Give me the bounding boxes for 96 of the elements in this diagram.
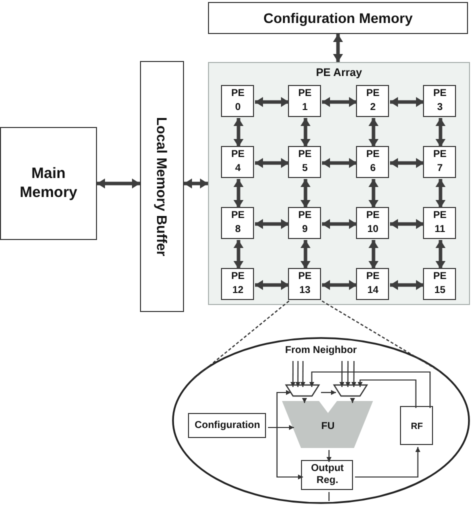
arrow <box>350 398 355 403</box>
node-label: PE 5 <box>297 148 313 176</box>
node-label: FU <box>321 421 335 432</box>
connector-line <box>328 492 330 501</box>
node-label: PE 15 <box>432 270 448 298</box>
arrow <box>255 158 289 168</box>
node-label: PE 13 <box>297 270 313 298</box>
arrow <box>390 97 424 107</box>
arrow <box>300 240 310 269</box>
arrow <box>268 426 303 480</box>
memory-box <box>0 127 97 240</box>
memory-box <box>208 2 468 34</box>
arrow <box>333 34 343 62</box>
node-label: PE 7 <box>432 148 448 176</box>
node-label: PE 8 <box>230 209 246 238</box>
node-label: Configuration Memory <box>263 10 413 26</box>
fu-shape <box>282 401 374 448</box>
arrow <box>390 158 424 168</box>
pe-box <box>288 268 322 300</box>
arrow <box>255 280 289 290</box>
node-label: From Neighbor <box>284 345 358 356</box>
node-label: PE 14 <box>365 270 381 298</box>
node-label: Local Memory Buffer <box>154 116 170 256</box>
arrow <box>390 280 424 290</box>
arrow <box>355 447 420 478</box>
register-box <box>400 406 434 446</box>
pe-box <box>423 85 456 118</box>
arrow <box>322 280 357 290</box>
dashed-line <box>192 300 290 381</box>
arrow <box>321 390 336 395</box>
pe-box <box>423 268 456 300</box>
config-box <box>188 413 266 438</box>
pe-box <box>288 207 322 240</box>
arrow <box>255 97 289 107</box>
arrow <box>345 361 350 387</box>
pe-box <box>356 146 390 178</box>
arrow <box>322 219 357 229</box>
arrow <box>184 178 208 188</box>
dashed-line <box>322 300 440 372</box>
arrow <box>322 158 357 168</box>
node-label: Output Reg. <box>310 462 345 488</box>
buffer-box <box>140 61 184 312</box>
node-label: PE 4 <box>230 148 246 176</box>
node-label: Configuration <box>194 420 260 432</box>
output-box <box>301 460 354 490</box>
arrow <box>436 240 446 269</box>
zoom-ellipse <box>172 337 470 504</box>
pe-box <box>221 146 254 178</box>
node-label: PE 0 <box>230 87 246 116</box>
pe-box <box>356 85 390 118</box>
arrow <box>322 97 357 107</box>
node-label: PE 10 <box>365 209 381 238</box>
node-label: PE 11 <box>432 209 448 238</box>
arrow <box>300 179 310 208</box>
pe-box <box>423 146 456 178</box>
pe-box <box>356 268 390 300</box>
arrow <box>300 118 310 147</box>
node-label: PE Array <box>314 67 364 79</box>
arrow <box>302 398 307 403</box>
mux-symbol <box>286 385 320 396</box>
pe-box <box>356 207 390 240</box>
arrow <box>255 219 289 229</box>
arrow <box>436 179 446 208</box>
arrow <box>368 179 378 208</box>
arrow <box>326 450 332 462</box>
arrow <box>368 118 378 147</box>
node-label: PE 2 <box>365 87 381 116</box>
node-label: PE 12 <box>230 270 246 298</box>
arrow <box>234 179 244 208</box>
arrow <box>309 371 431 408</box>
arrow <box>290 361 296 387</box>
pe-box <box>423 207 456 240</box>
arrow <box>368 240 378 269</box>
pe-box <box>221 85 254 118</box>
arrow <box>295 361 300 387</box>
pe-box <box>221 207 254 240</box>
arrow <box>358 379 416 408</box>
node-label: RF <box>410 420 423 431</box>
arrow <box>436 118 446 147</box>
pe-box <box>288 85 322 118</box>
node-label: PE 3 <box>432 87 448 116</box>
arrow <box>339 361 344 387</box>
arrow <box>351 361 356 387</box>
node-label: PE 6 <box>365 148 381 176</box>
mux-symbol <box>334 385 368 396</box>
arrow <box>234 118 244 147</box>
node-label: Main Memory <box>18 164 78 202</box>
node-label: PE 9 <box>297 209 313 238</box>
array-panel <box>208 62 470 305</box>
arrow <box>234 240 244 269</box>
node-label: PE 1 <box>297 87 313 116</box>
pe-box <box>288 146 322 178</box>
arrow <box>97 178 140 188</box>
pe-box <box>221 268 254 300</box>
arrow <box>390 219 424 229</box>
arrow <box>300 361 306 387</box>
